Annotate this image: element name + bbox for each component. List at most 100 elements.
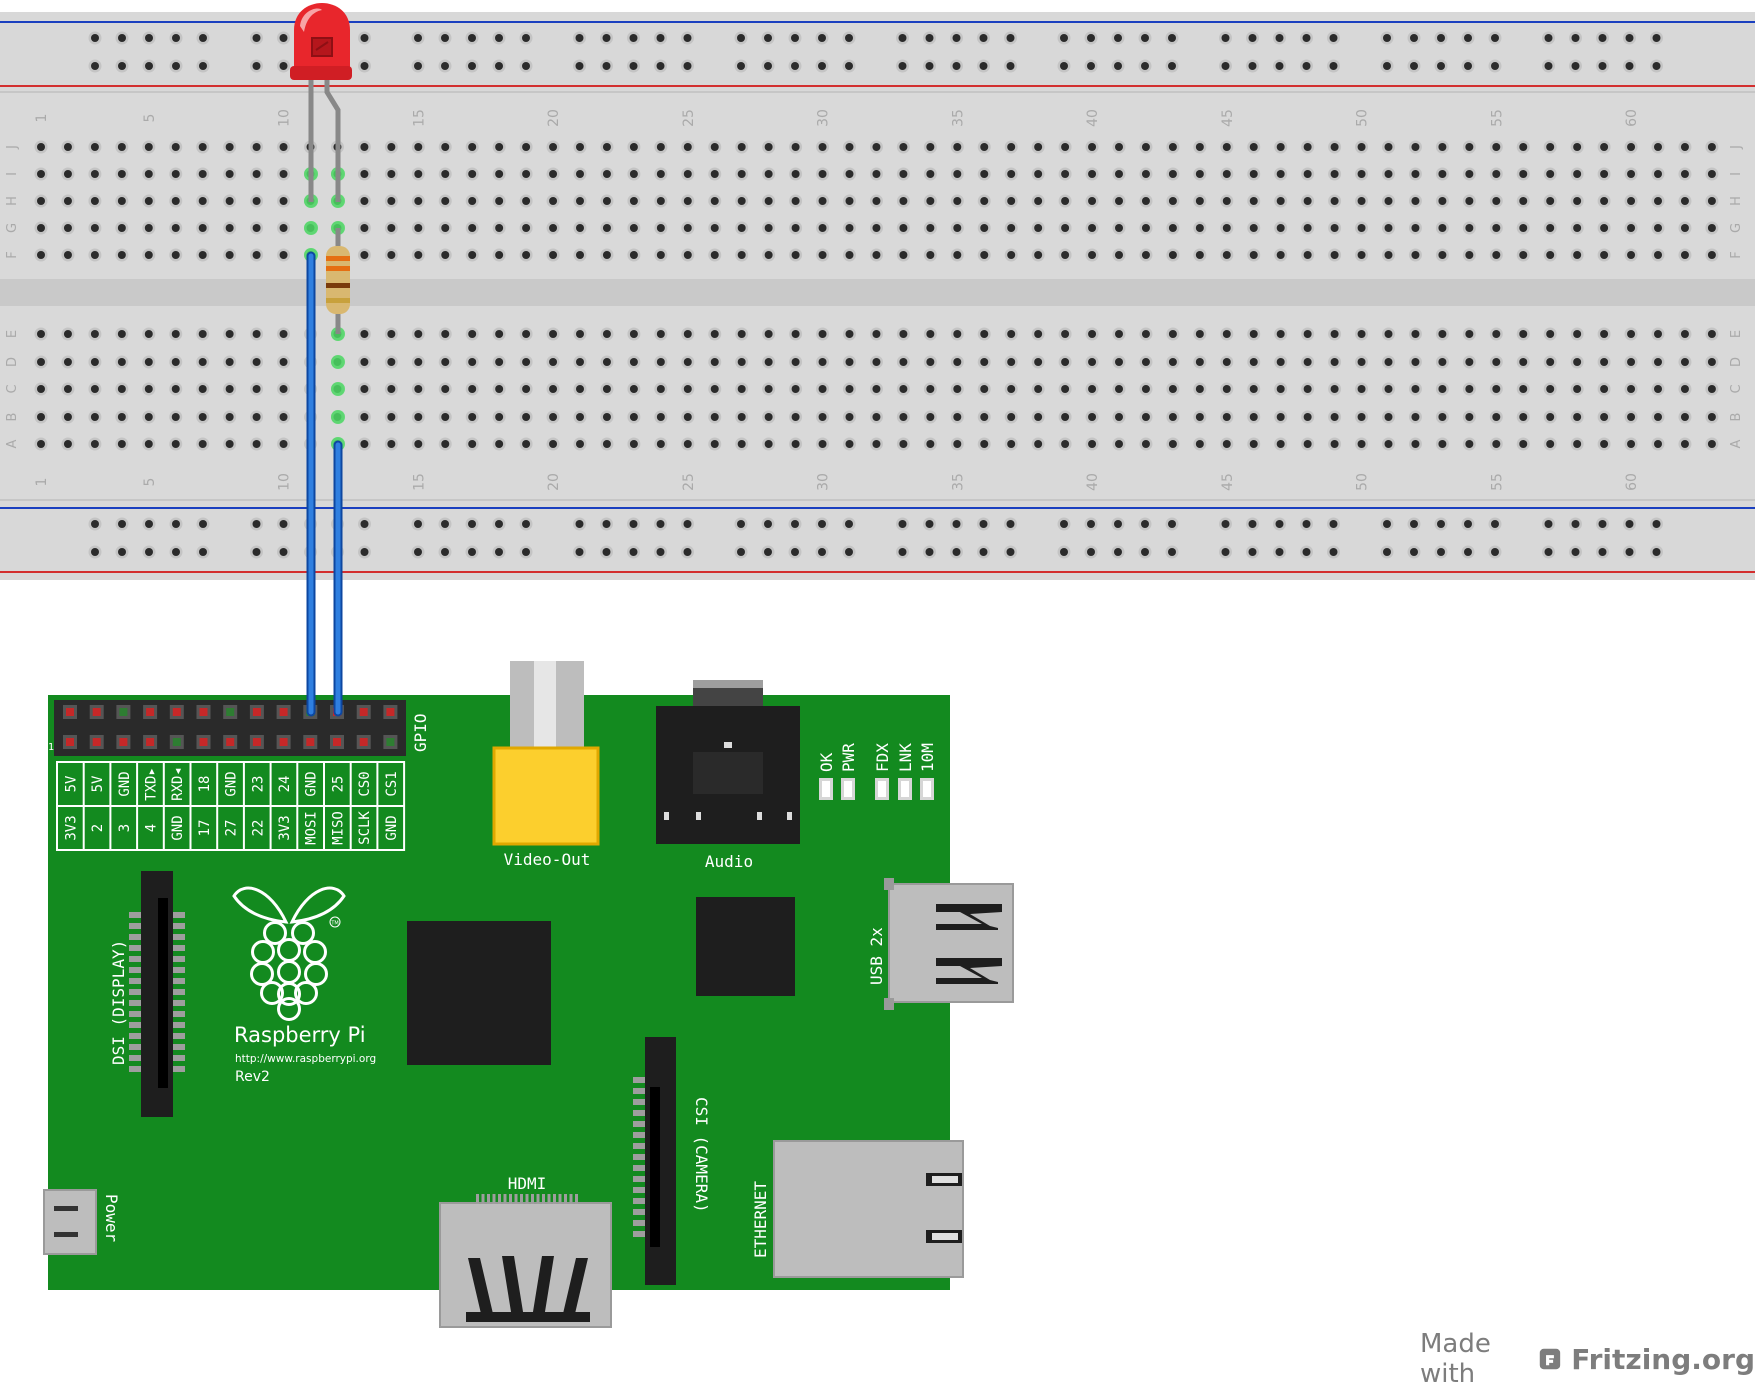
breadboard-hole-center <box>1384 143 1393 151</box>
breadboard-hole-center <box>791 224 800 232</box>
power-rail-hole-center <box>952 62 961 70</box>
breadboard-hole-center <box>656 170 665 178</box>
breadboard-hole-center <box>279 143 288 151</box>
breadboard-hole-center <box>1573 413 1582 421</box>
gpio-pin-label: SCLK <box>357 811 373 845</box>
dsi-body <box>141 871 173 1117</box>
breadboard-hole-center <box>198 330 207 338</box>
breadboard-hole-center <box>1654 358 1662 366</box>
breadboard-hole-center <box>468 170 477 178</box>
breadboard-hole-center <box>1411 197 1420 205</box>
breadboard-hole-center <box>1600 385 1609 393</box>
breadboard-hole-center <box>1222 413 1231 421</box>
gpio-pin <box>252 738 261 746</box>
lan-chip <box>696 897 795 996</box>
audio-label: Audio <box>705 852 753 871</box>
made-with-text: Made with <box>1420 1329 1491 1389</box>
breadboard-hole-center <box>1519 413 1528 421</box>
power-rail-hole-center <box>1571 62 1580 70</box>
breadboard-hole-center <box>1115 358 1123 366</box>
breadboard-hole-center <box>1303 251 1312 259</box>
breadboard-hole-center <box>1546 385 1555 393</box>
breadboard-hole-center <box>1492 170 1501 178</box>
power-rail-hole-center <box>1302 62 1311 70</box>
column-number: 50 <box>1355 109 1371 127</box>
power-rail-hole-center <box>1141 548 1149 556</box>
gpio-pin <box>386 738 395 746</box>
breadboard-hole-center <box>63 440 72 448</box>
breadboard-hole-center <box>818 330 827 338</box>
breadboard-hole-center <box>845 413 854 421</box>
power-rail-hole-center <box>898 548 907 556</box>
usb-body <box>888 883 1014 1003</box>
breadboard-hole-center <box>1276 413 1285 421</box>
power-rail-hole-center <box>791 62 799 70</box>
power-rail-hole-center <box>91 548 99 556</box>
column-number: 5 <box>142 114 158 123</box>
hdmi-pin <box>492 1194 496 1204</box>
power-rail-hole-center <box>818 34 826 42</box>
dsi-pin <box>173 1033 185 1039</box>
breadboard-hole-center <box>225 358 234 366</box>
breadboard-hole-center <box>872 224 881 232</box>
dsi-pin <box>129 1033 141 1039</box>
breadboard-hole-center <box>279 358 288 366</box>
breadboard-hole-center <box>1357 358 1366 366</box>
breadboard-hole-center <box>468 197 477 205</box>
breadboard-hole-center <box>602 413 611 421</box>
breadboard-hole-center <box>387 330 396 338</box>
power-rail-hole-center <box>925 34 934 42</box>
breadboard-hole-center <box>1680 385 1689 393</box>
power-rail-hole-center <box>656 62 665 70</box>
breadboard-hole-center <box>90 170 99 178</box>
power-rail-hole-center <box>1437 62 1445 70</box>
breadboard-hole-center <box>1088 224 1097 232</box>
breadboard-hole-center <box>252 385 261 393</box>
breadboard-hole-center <box>1680 413 1689 421</box>
gpio-pin-label: GND <box>170 815 186 840</box>
breadboard-hole-center <box>764 224 773 232</box>
hdmi-pin <box>575 1194 578 1204</box>
power-rail-hole-center <box>1302 34 1311 42</box>
breadboard-hole-center <box>1573 330 1582 338</box>
dsi-pin <box>129 1022 141 1028</box>
breadboard-hole-center <box>1222 170 1231 178</box>
breadboard-hole-center <box>656 440 665 448</box>
hdmi-pin <box>547 1194 551 1204</box>
breadboard-hole-center <box>1600 170 1609 178</box>
power-rail-hole-center <box>1598 34 1607 42</box>
breadboard-hole-center <box>980 251 989 259</box>
breadboard-hole-center <box>522 330 531 338</box>
power-rail-hole-center <box>1168 548 1176 556</box>
breadboard-hole-center <box>576 143 584 151</box>
power-rail-hole-center <box>1275 62 1284 70</box>
breadboard-hole-center <box>522 385 531 393</box>
breadboard-hole-center <box>1168 224 1177 232</box>
breadboard-hole-center <box>791 251 800 259</box>
breadboard-hole-center <box>1627 251 1636 259</box>
led-highlight <box>300 8 322 32</box>
usb-bracket-bottom <box>884 998 894 1010</box>
breadboard-hole-center <box>1519 358 1528 366</box>
breadboard-hole-center <box>926 330 935 338</box>
breadboard-hole-center <box>1276 251 1285 259</box>
power-rail-hole-center <box>1410 548 1418 556</box>
breadboard-hole-center <box>252 197 261 205</box>
power-rail-hole-center <box>1598 62 1607 70</box>
breadboard-hole-center <box>791 330 800 338</box>
power-rail-hole-center <box>1114 62 1122 70</box>
breadboard-hole-center <box>1680 197 1689 205</box>
breadboard-hole-center <box>1573 224 1582 232</box>
breadboard-hole-center <box>441 358 450 366</box>
breadboard-hole-center <box>1492 251 1501 259</box>
breadboard-hole-center <box>1411 170 1420 178</box>
breadboard-hole-center <box>549 197 558 205</box>
breadboard-hole-center <box>63 251 72 259</box>
gpio-pin <box>386 708 395 716</box>
hdmi-connector <box>439 1194 612 1328</box>
power-rail-hole-center <box>1168 520 1176 528</box>
csi-pin <box>633 1154 645 1160</box>
power-rail-hole-center <box>818 520 826 528</box>
breadboard-hole-center <box>117 440 126 448</box>
column-number: 20 <box>546 109 562 127</box>
